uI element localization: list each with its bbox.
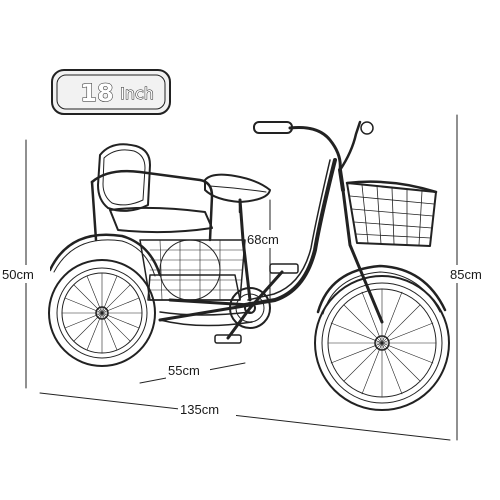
dimension-labels: 50cm 68cm 85cm 55cm 135cm [0,230,500,418]
rear-basket [139,239,246,301]
front-saddle [204,173,271,214]
rear-height-label: 50cm [2,267,34,282]
total-length-line [39,392,451,441]
total-length-label: 135cm [180,402,219,417]
seat-height-label: 68cm [247,232,279,247]
badge-unit: Inch [120,84,154,103]
rear-track-label: 55cm [168,363,200,378]
size-badge: 18 Inch [51,69,171,115]
handlebar [253,120,384,324]
front-basket [345,180,438,247]
badge-size: 18 [80,79,113,107]
rear-left-wheel [48,233,162,367]
total-height-label: 85cm [450,267,482,282]
chainring [214,263,299,344]
rear-seat [90,143,214,242]
front-wheel [314,264,450,411]
